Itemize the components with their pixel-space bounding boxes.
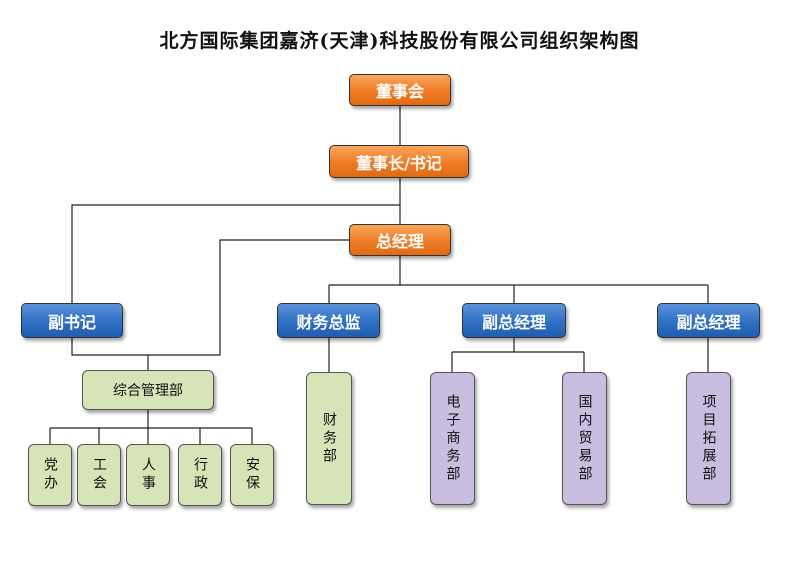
administration-box: 行政 (178, 444, 222, 506)
deputy-gm-box-1: 副总经理 (462, 303, 566, 338)
domestic-trade-dept-box: 国内贸易部 (562, 372, 607, 505)
finance-director-box: 财务总监 (277, 303, 380, 338)
finance-dept-box: 财务部 (306, 372, 352, 505)
board-box: 董事会 (349, 74, 451, 106)
admin-dept-box: 综合管理部 (82, 370, 214, 410)
project-dev-dept-box: 项目拓展部 (686, 372, 731, 505)
hr-box: 人事 (126, 444, 170, 506)
deputy-gm-box-2: 副总经理 (657, 303, 760, 338)
deputy-secretary-box: 副书记 (21, 303, 123, 338)
connector-chairman-deputy-secretary (71, 204, 400, 303)
chart-title: 北方国际集团嘉济(天津)科技股份有限公司组织架构图 (159, 30, 640, 52)
general-manager-box: 总经理 (349, 224, 451, 256)
connector-gm-admin (147, 239, 349, 370)
chairman-box: 董事长/书记 (329, 145, 469, 178)
security-box: 安保 (230, 444, 274, 506)
connector-deputy-secretary-admin (71, 338, 148, 356)
union-box: 工会 (77, 444, 121, 506)
ecommerce-dept-box: 电子商务部 (430, 372, 475, 505)
party-office-box: 党办 (28, 444, 72, 506)
